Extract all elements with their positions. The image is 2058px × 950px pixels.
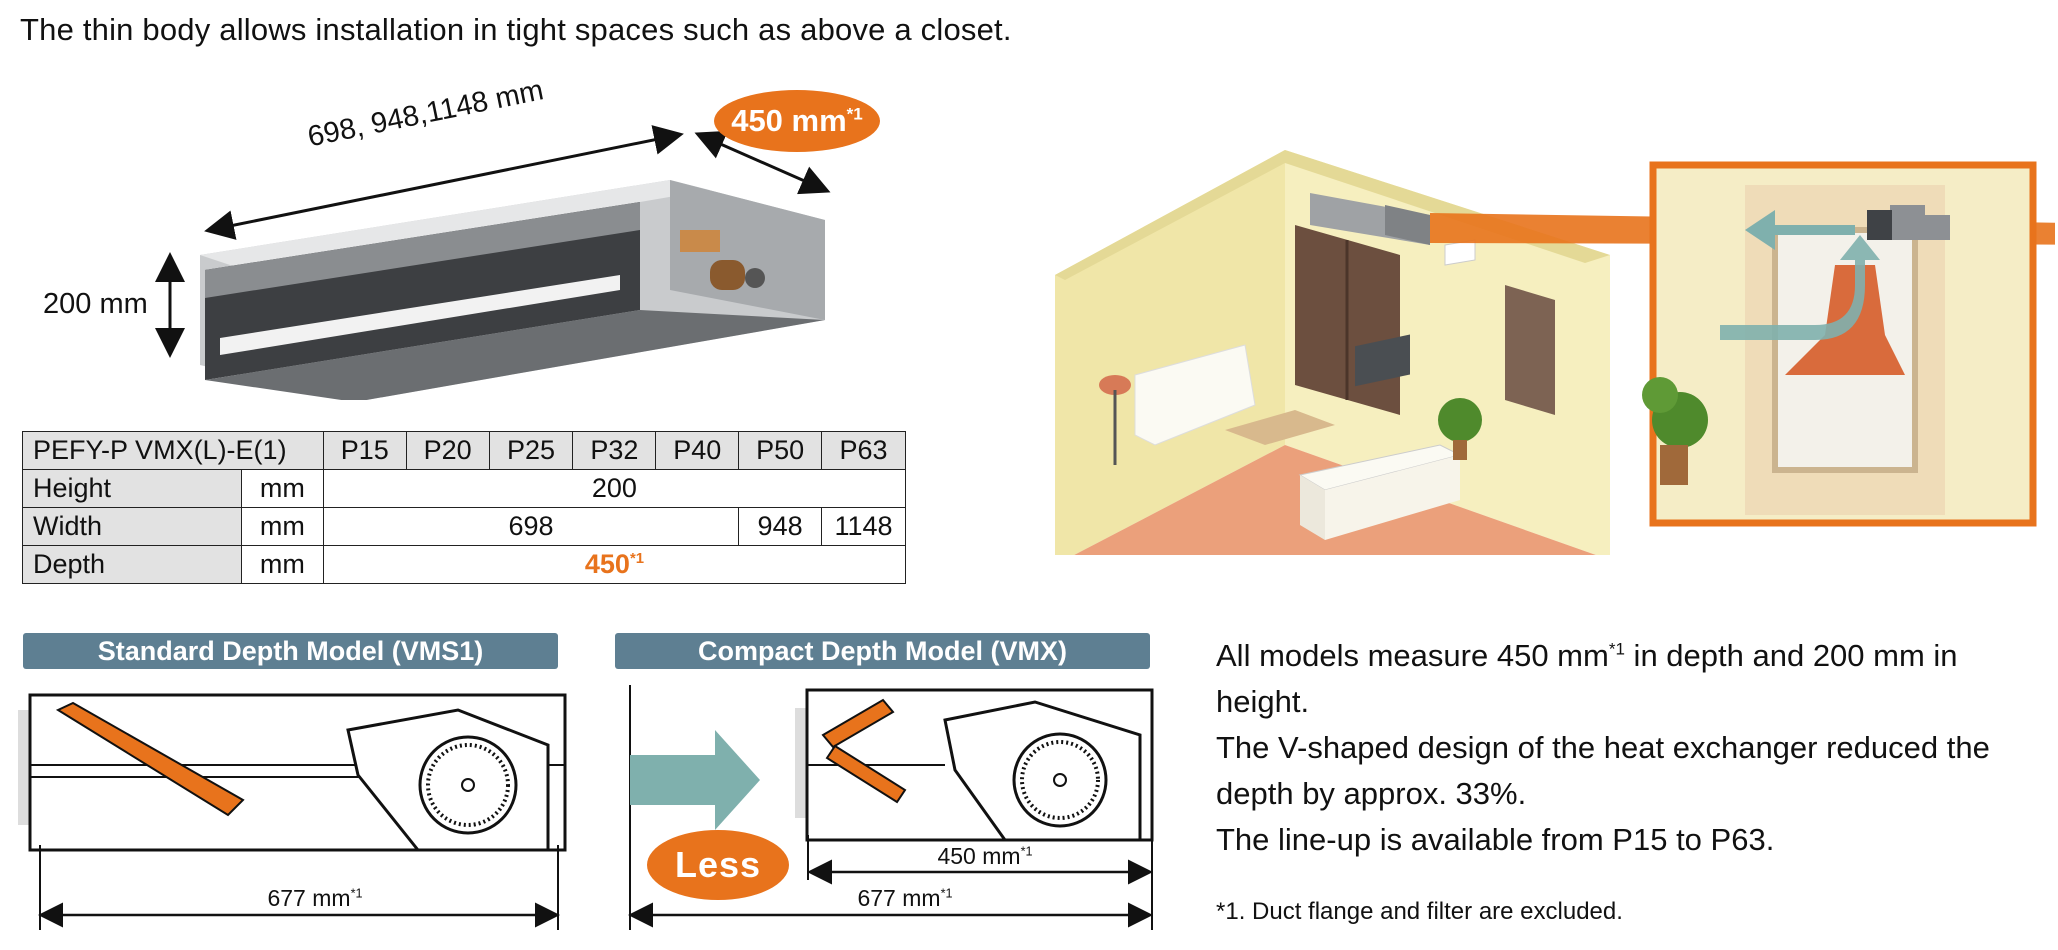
spec-table: PEFY-P VMX(L)-E(1) P15 P20 P25 P32 P40 P… <box>22 431 907 584</box>
description-line-1-note: *1 <box>1608 639 1625 659</box>
size-p15: P15 <box>322 431 407 470</box>
room-installation-illustration <box>1055 150 2055 555</box>
compact-depth-label: 450 mm*1 <box>870 843 1100 870</box>
compact-depth-note: *1 <box>1020 844 1033 859</box>
width-value-p50: 948 <box>738 507 823 546</box>
width-row: Width mm 698 948 1148 <box>22 507 906 546</box>
spec-header-row: PEFY-P VMX(L)-E(1) P15 P20 P25 P32 P40 P… <box>22 431 906 470</box>
description-line-1: All models measure 450 mm*1 in depth and… <box>1216 633 2046 725</box>
compact-model-diagram <box>628 685 1154 930</box>
depth-value-cell: 450*1 <box>322 545 907 584</box>
compact-width-label: 677 mm*1 <box>780 885 1030 912</box>
height-label: Height <box>22 469 242 508</box>
standard-model-header: Standard Depth Model (VMS1) <box>23 633 558 669</box>
standard-width-label: 677 mm*1 <box>190 885 440 912</box>
width-unit: mm <box>240 507 324 546</box>
description-line-1b: in depth and 200 mm in height. <box>1216 638 1958 719</box>
footnote: *1. Duct flange and filter are excluded. <box>1216 898 1623 925</box>
description-text: All models measure 450 mm*1 in depth and… <box>1216 633 2046 863</box>
height-row: Height mm 200 <box>22 469 907 508</box>
depth-row: Depth mm 450*1 <box>22 545 907 584</box>
width-value-main: 698 <box>322 507 740 546</box>
unit-depth-value: 450 mm <box>731 103 847 138</box>
less-badge: Less <box>647 830 789 900</box>
depth-value: 450 <box>584 549 630 579</box>
width-value-p63: 1148 <box>821 507 906 546</box>
standard-width-value: 677 mm <box>267 885 351 911</box>
description-line-2: The V-shaped design of the heat exchange… <box>1216 730 1990 811</box>
standard-width-note: *1 <box>350 886 363 901</box>
description-line-3: The line-up is available from P15 to P63… <box>1216 822 1775 857</box>
size-p63: P63 <box>821 431 906 470</box>
size-p25: P25 <box>488 431 574 470</box>
unit-height-label: 200 mm <box>43 288 148 320</box>
indoor-unit-illustration <box>155 125 831 400</box>
size-p20: P20 <box>405 431 490 470</box>
size-p50: P50 <box>738 431 823 470</box>
width-label: Width <box>22 507 242 546</box>
depth-unit: mm <box>240 545 324 584</box>
size-p32: P32 <box>572 431 657 470</box>
compact-width-note: *1 <box>940 886 953 901</box>
size-p40: P40 <box>655 431 740 470</box>
model-name-cell: PEFY-P VMX(L)-E(1) <box>22 431 324 470</box>
standard-model-diagram <box>18 693 567 930</box>
depth-label: Depth <box>22 545 242 584</box>
height-value: 200 <box>322 469 907 508</box>
compact-width-value: 677 mm <box>857 885 941 911</box>
description-line-1a: All models measure 450 mm <box>1216 638 1609 673</box>
compact-model-header: Compact Depth Model (VMX) <box>615 633 1150 669</box>
depth-note: *1 <box>629 551 644 567</box>
page-headline: The thin body allows installation in tig… <box>20 12 1012 47</box>
unit-depth-note: *1 <box>846 104 863 124</box>
compact-depth-value: 450 mm <box>937 843 1021 869</box>
unit-depth-badge: 450 mm*1 <box>714 90 880 152</box>
height-unit: mm <box>240 469 324 508</box>
